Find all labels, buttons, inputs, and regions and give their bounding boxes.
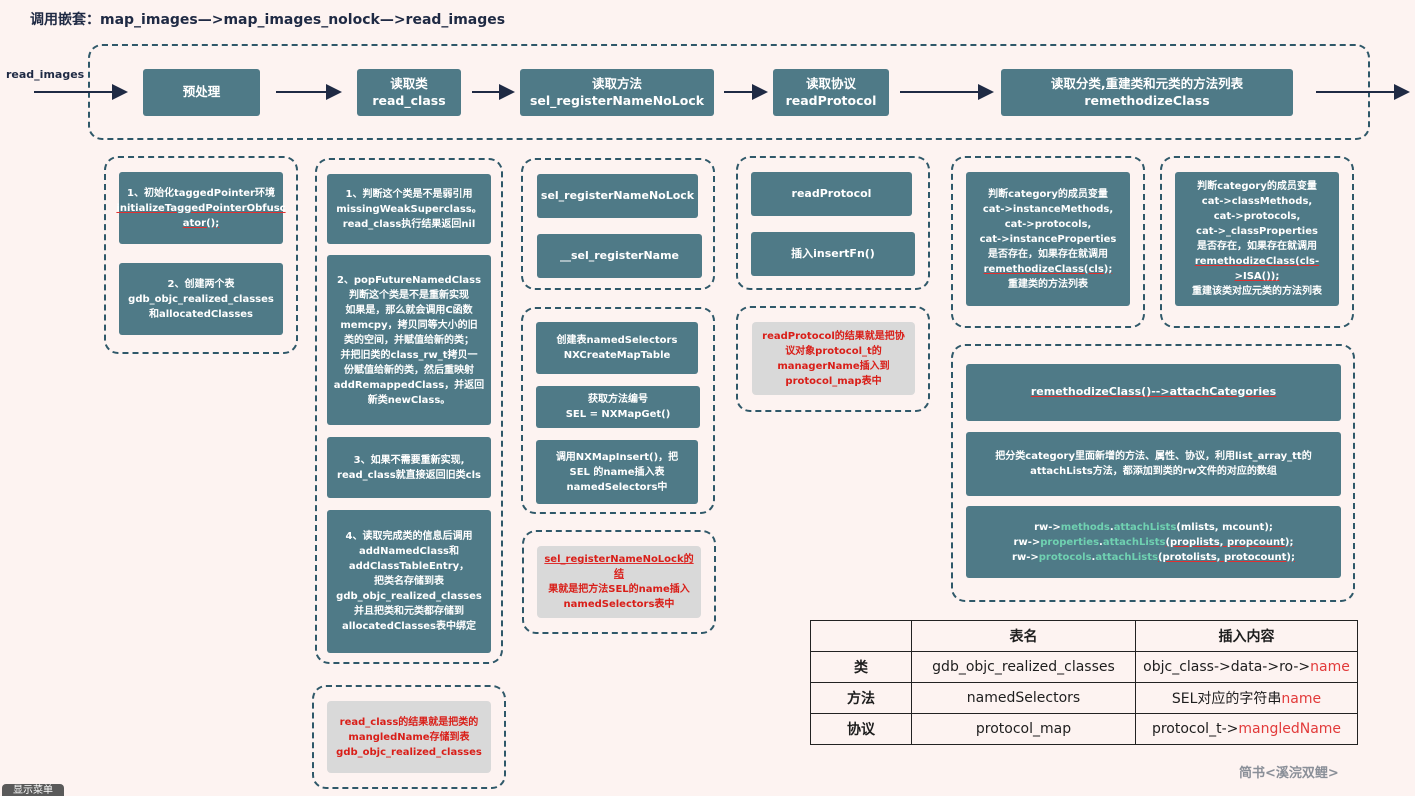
attach-group	[951, 344, 1355, 602]
read-method-call-2: __sel_registerName	[537, 234, 702, 278]
table-cell-name: namedSelectors	[911, 682, 1136, 714]
read-class-note-group	[312, 685, 506, 789]
read-method-note: sel_registerNameNoLock的结果就是把方法SEL的name插入…	[537, 546, 701, 618]
read-protocol-call-1: readProtocol	[751, 172, 912, 216]
preprocess-step-1: 1、初始化taggedPointer环境 initializeTaggedPoi…	[116, 172, 286, 244]
table-cell-content: SEL对应的字符串name	[1135, 682, 1358, 714]
read-method-steps-group	[521, 307, 715, 514]
table-header-kind	[810, 620, 912, 652]
read-method-calls-group	[521, 158, 715, 290]
category-instance-group	[951, 156, 1145, 328]
category-meta-group	[1160, 156, 1354, 328]
table-cell-kind: 类	[810, 651, 912, 683]
preprocess-group	[104, 156, 298, 354]
table-row: 协议 protocol_map protocol_t->mangledName	[810, 713, 1358, 745]
table-cell-content: protocol_t->mangledName	[1135, 713, 1358, 745]
preprocess-step-2: 2、创建两个表 gdb_objc_realized_classes 和alloc…	[119, 263, 283, 335]
read-method-note-group	[522, 530, 716, 634]
read-class-group	[315, 158, 503, 664]
stage-preprocess: 预处理	[143, 69, 260, 116]
table-cell-name: protocol_map	[911, 713, 1136, 745]
table-row: 类 gdb_objc_realized_classes objc_class->…	[810, 651, 1358, 683]
footer-credit: 简书<溪浣双鲤>	[1239, 766, 1339, 781]
read-protocol-calls-group	[736, 156, 930, 290]
table-cell-kind: 方法	[810, 682, 912, 714]
table-row: 方法 namedSelectors SEL对应的字符串name	[810, 682, 1358, 714]
attach-description-box: 把分类category里面新增的方法、属性、协议，利用list_array_tt…	[966, 432, 1341, 496]
attach-code-box: rw->methods.attachLists(mlists, mcount);…	[966, 506, 1341, 578]
entry-label: read_images	[6, 68, 85, 81]
table-header-row: 表名 插入内容	[810, 620, 1358, 652]
read-protocol-call-2: 插入insertFn()	[751, 232, 915, 276]
read-method-call-1: sel_registerNameNoLock	[537, 174, 698, 218]
show-menu-button[interactable]: 显示菜单	[2, 784, 64, 796]
table-cell-content: objc_class->data->ro->name	[1135, 651, 1358, 683]
table-cell-name: gdb_objc_realized_classes	[911, 651, 1136, 683]
table-header-content: 插入内容	[1135, 620, 1358, 652]
attach-categories-box: remethodizeClass()-->attachCategories	[966, 364, 1341, 421]
code-line-properties: rw->properties.attachLists(proplists, pr…	[1013, 536, 1294, 548]
table-cell-kind: 协议	[810, 713, 912, 745]
table-header-name: 表名	[911, 620, 1136, 652]
read-protocol-note-group	[736, 306, 930, 412]
code-line-protocols: rw->protocols.attachLists(protolists, pr…	[1012, 551, 1295, 563]
summary-table: 表名 插入内容 类 gdb_objc_realized_classes objc…	[810, 620, 1358, 745]
page-title: 调用嵌套：map_images—>map_images_nolock—>read…	[30, 12, 506, 28]
read-class-step-3: 3、如果不需要重新实现,read_class就直接返回旧类cls	[327, 437, 491, 498]
code-line-methods: rw->methods.attachLists(mlists, mcount);	[1034, 521, 1273, 533]
